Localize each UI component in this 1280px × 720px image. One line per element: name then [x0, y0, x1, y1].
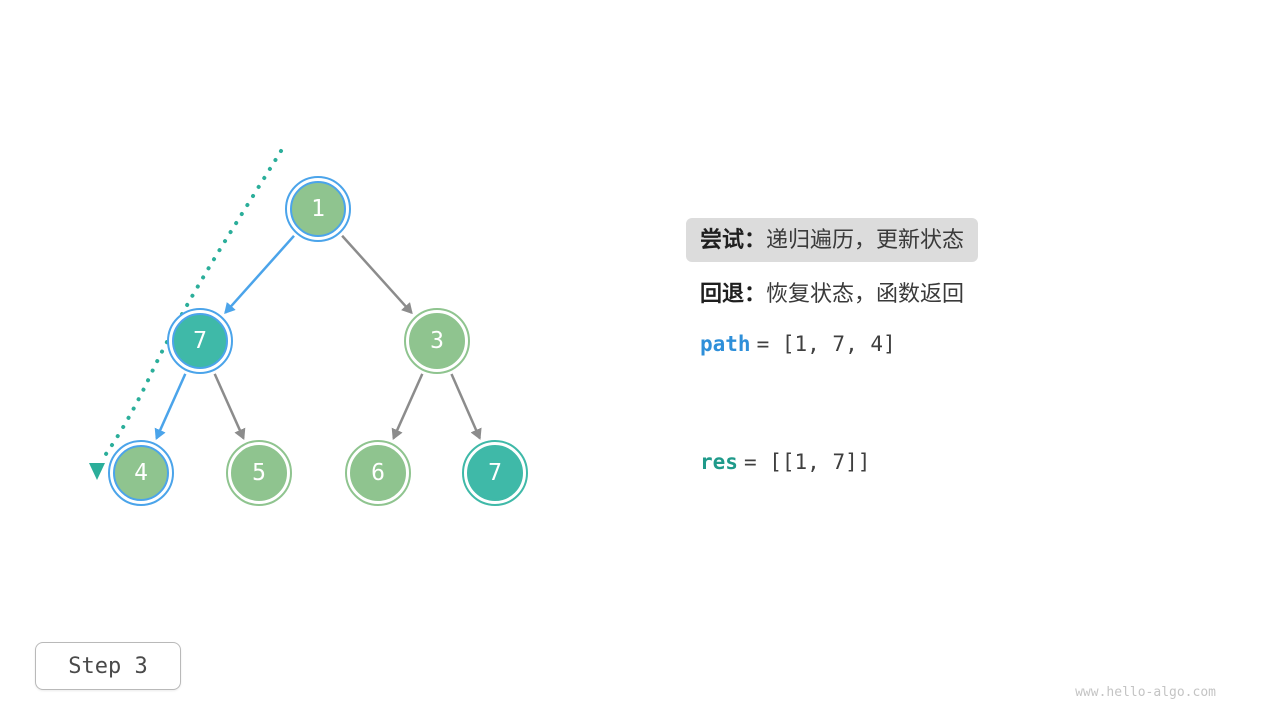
tree-node-n1: 1 — [285, 176, 351, 242]
tree-node-n6: 6 — [345, 440, 411, 506]
tree-node-label: 1 — [290, 181, 346, 237]
tree-edge-n1-n3 — [341, 234, 413, 315]
tree-node-label: 7 — [467, 445, 523, 501]
backtrack-trace-dotted-path — [99, 149, 283, 463]
watermark-url: www.hello-algo.com — [1075, 685, 1216, 700]
tree-node-n7b: 7 — [462, 440, 528, 506]
tree-node-label: 7 — [172, 313, 228, 369]
tree-node-n5: 5 — [226, 440, 292, 506]
tree-node-label: 4 — [113, 445, 169, 501]
tree-node-label: 6 — [350, 445, 406, 501]
tree-node-n7a: 7 — [167, 308, 233, 374]
tree-edge-n7a-n5 — [213, 373, 246, 440]
tree-node-label: 5 — [231, 445, 287, 501]
tree-edge-n3-n6 — [391, 373, 424, 440]
backtrack-trace-arrowhead — [89, 463, 105, 480]
tree-edge-n7a-n4 — [154, 373, 187, 440]
step-badge: Step 3 — [35, 642, 181, 690]
tree-node-n4: 4 — [108, 440, 174, 506]
tree-node-label: 3 — [409, 313, 465, 369]
tree-edge-n3-n7b — [450, 373, 482, 440]
tree-node-n3: 3 — [404, 308, 470, 374]
tree-edge-n1-n7a — [224, 235, 295, 315]
step-label: Step 3 — [68, 653, 148, 679]
